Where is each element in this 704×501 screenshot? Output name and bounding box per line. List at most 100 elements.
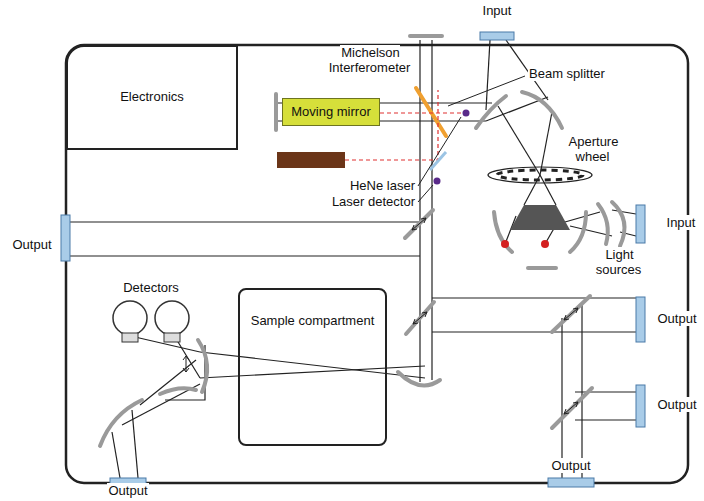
light-source [541,240,549,248]
label-text: Laser detector [331,194,416,209]
optical-beam [432,331,636,332]
mirror [476,96,506,128]
aperture-wheel [497,170,583,180]
optical-beam [498,106,540,175]
optical-beam [612,210,636,214]
port [636,205,645,243]
mirror [100,400,142,446]
label-text: Aperture wheel [568,134,619,164]
mirror [398,372,440,385]
electronics-box: Electronics [66,45,238,150]
part-label: HeNe laser [316,179,416,194]
part-label: Output [652,398,702,413]
part-label: Beam splitter [528,67,618,82]
optical-beam [140,360,196,405]
light-source [501,205,570,248]
leader-line [448,76,525,106]
light-source [501,240,509,248]
mirror [405,210,433,238]
mirror [522,92,562,128]
part-label: Laser detector [316,195,416,210]
mirror [570,212,586,252]
port [636,297,645,342]
box-label: Electronics [120,90,184,105]
mirror [274,94,278,130]
optical-beam [575,391,636,392]
optical-beam [132,410,138,478]
optical-beam [200,366,425,378]
optical-beam [581,302,582,478]
part-label: Input [661,216,701,231]
detector [164,333,180,342]
optical-beam [575,419,636,420]
part-label: Input [477,4,517,19]
label-text: Output [11,237,52,252]
optical-beam [70,221,420,222]
flip-arrow [183,356,189,372]
label-text: Detectors [122,280,180,295]
flip-arrow [412,218,426,230]
part-label: Output [6,238,58,253]
optical-beam [432,297,636,298]
housing [66,45,688,483]
label-text: Light sources [596,247,643,277]
hene-laser [277,90,470,185]
label-text: Output [656,311,697,326]
optical-beam [175,337,200,378]
optical-beam [540,112,552,175]
detector [122,333,138,342]
aperture-wheel [488,167,592,183]
beam-splitter [416,88,446,136]
mirror [598,204,608,244]
part-label: Light sources [590,248,648,278]
port [61,215,70,261]
mirror [528,266,556,270]
optical-beam [561,318,562,478]
aperture-wheel [488,167,592,183]
part-label: Detectors [111,281,191,296]
mirror [612,202,625,246]
leader-line [418,117,461,186]
port [61,32,645,487]
part-label: Aperture wheel [562,135,624,165]
mirror [410,34,442,38]
leader-line [418,76,525,202]
label-text: Input [666,215,697,230]
port [480,32,514,40]
label-text: Output [656,397,697,412]
detector [155,301,189,335]
hene-laser [380,112,466,113]
mirror [494,212,512,252]
port [636,385,645,427]
light-source [510,205,570,230]
sample-compartment-box: Sample compartment [238,288,387,446]
optical-beam [112,432,120,478]
optical-beam [70,255,420,256]
mirror [552,388,592,428]
optical-beam [565,212,600,222]
optical-beam [486,40,490,110]
box-label: Sample compartment [249,314,377,329]
label-text: Beam splitter [528,66,606,81]
part-label: Output [546,459,596,474]
hene-laser [463,110,470,117]
detector [113,301,147,335]
label-text: HeNe laser [349,178,416,193]
mirror [406,302,434,334]
moving-mirror-box: Moving mirror [282,98,380,126]
part-label: Output [103,484,153,499]
leader-line [418,185,433,202]
optical-beam [200,352,425,378]
label-text: Input [482,3,513,18]
label-text: Output [550,458,591,473]
detector [113,301,189,342]
beam-splitter [416,88,446,136]
housing [66,45,688,483]
hene-laser [434,178,441,185]
box-label: Moving mirror [291,105,370,120]
mirror [198,340,207,392]
part-label: Michelson Interferometer [324,46,416,76]
flip-arrow [413,312,427,324]
label-text: Output [107,483,148,498]
